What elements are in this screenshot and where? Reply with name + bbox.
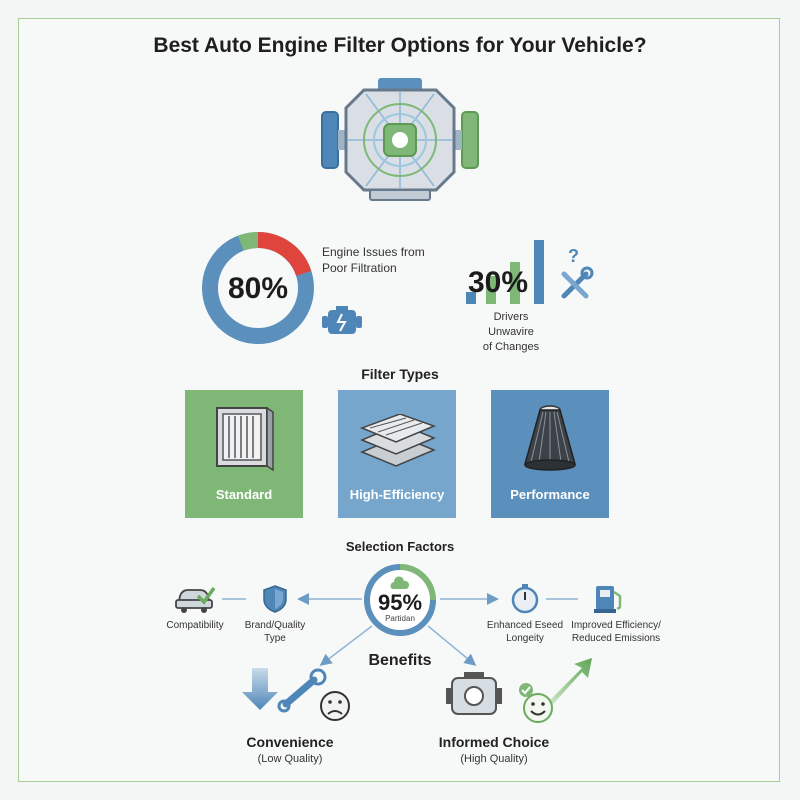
- factor-compatibility-label: Compatibility: [166, 620, 224, 631]
- fuel-pump-icon: [594, 586, 622, 613]
- selection-center-value: 95%: [377, 590, 423, 615]
- filter-card-label: Standard: [215, 487, 273, 502]
- engine-small-icon: [446, 672, 502, 715]
- stopwatch-icon: [511, 584, 539, 614]
- cloud-icon: [390, 576, 410, 589]
- drivers-unaware-label: Drivers Unwavire of Changes: [476, 310, 546, 355]
- convenience-illustration: [242, 668, 350, 721]
- benefit-informed-title: Informed Choice: [438, 734, 550, 750]
- filter-card-high-efficiency[interactable]: High-Efficiency: [338, 390, 456, 518]
- standard-filter-icon: [216, 406, 274, 472]
- factor-efficiency-label-line1: Improved Efficiency/: [571, 620, 661, 631]
- svg-text:?: ?: [568, 248, 579, 266]
- shield-icon: [263, 585, 287, 613]
- engine-issues-donut: [202, 232, 314, 344]
- page-title: Best Auto Engine Filter Options for Your…: [153, 34, 647, 57]
- engine-icon: [321, 78, 479, 201]
- factor-brand-label-line1: Brand/Quality: [244, 620, 306, 631]
- selection-center-sub: Partidan: [385, 614, 415, 623]
- car-check-icon: [175, 586, 216, 613]
- sad-face-icon: [320, 691, 350, 721]
- engine-issues-label: Engine Issues from Poor Filtration: [322, 244, 425, 276]
- engine-issues-value: 80%: [227, 272, 289, 305]
- engine-warning-icon: [322, 306, 362, 334]
- factor-brand-label: Brand/Quality Type: [232, 619, 318, 645]
- engine-issues-label-line2: Poor Filtration: [322, 261, 397, 275]
- filter-card-performance[interactable]: Performance: [491, 390, 609, 518]
- performance-filter-icon: [524, 405, 576, 471]
- wrench-icon: [277, 668, 327, 713]
- arrow-down-icon: [242, 668, 278, 710]
- question-tools-icon: ?: [561, 248, 594, 299]
- selection-factors-heading: Selection Factors: [345, 539, 455, 554]
- engine-issues-label-line1: Engine Issues from: [322, 245, 425, 259]
- filter-types-heading: Filter Types: [361, 366, 439, 382]
- selection-center-ring: [364, 564, 436, 636]
- drivers-bar-chart: [466, 240, 544, 304]
- high-efficiency-filter-icon: [359, 414, 437, 467]
- factor-longevity-label: Enhanced Eseed Longeity: [480, 619, 570, 645]
- factor-longevity-label-line2: Longeity: [506, 633, 544, 644]
- benefits-heading: Benefits: [368, 652, 432, 669]
- happy-face-icon: [523, 693, 553, 723]
- filter-card-label: Performance: [510, 487, 590, 502]
- drivers-unaware-label-line1: Drivers Unwavire: [488, 311, 534, 338]
- informed-choice-illustration: [446, 658, 592, 723]
- filter-card-standard[interactable]: Standard: [185, 390, 303, 518]
- factor-efficiency-label: Improved Efficiency/ Reduced Emissions: [556, 619, 676, 645]
- arrow-up-icon: [542, 658, 592, 712]
- factor-longevity-label-line1: Enhanced Eseed: [486, 620, 564, 631]
- factor-brand-label-line2: Type: [264, 633, 286, 644]
- factor-efficiency-label-line2: Reduced Emissions: [571, 633, 661, 644]
- checkmark-icon: [519, 683, 533, 697]
- drivers-unaware-label-line2: of Changes: [482, 341, 540, 353]
- benefit-convenience-sub: (Low Quality): [257, 753, 323, 765]
- benefit-convenience-title: Convenience: [246, 734, 334, 750]
- filter-card-label: High-Efficiency: [349, 487, 445, 502]
- benefit-informed-sub: (High Quality): [460, 753, 528, 765]
- drivers-unaware-value: 30%: [468, 266, 529, 299]
